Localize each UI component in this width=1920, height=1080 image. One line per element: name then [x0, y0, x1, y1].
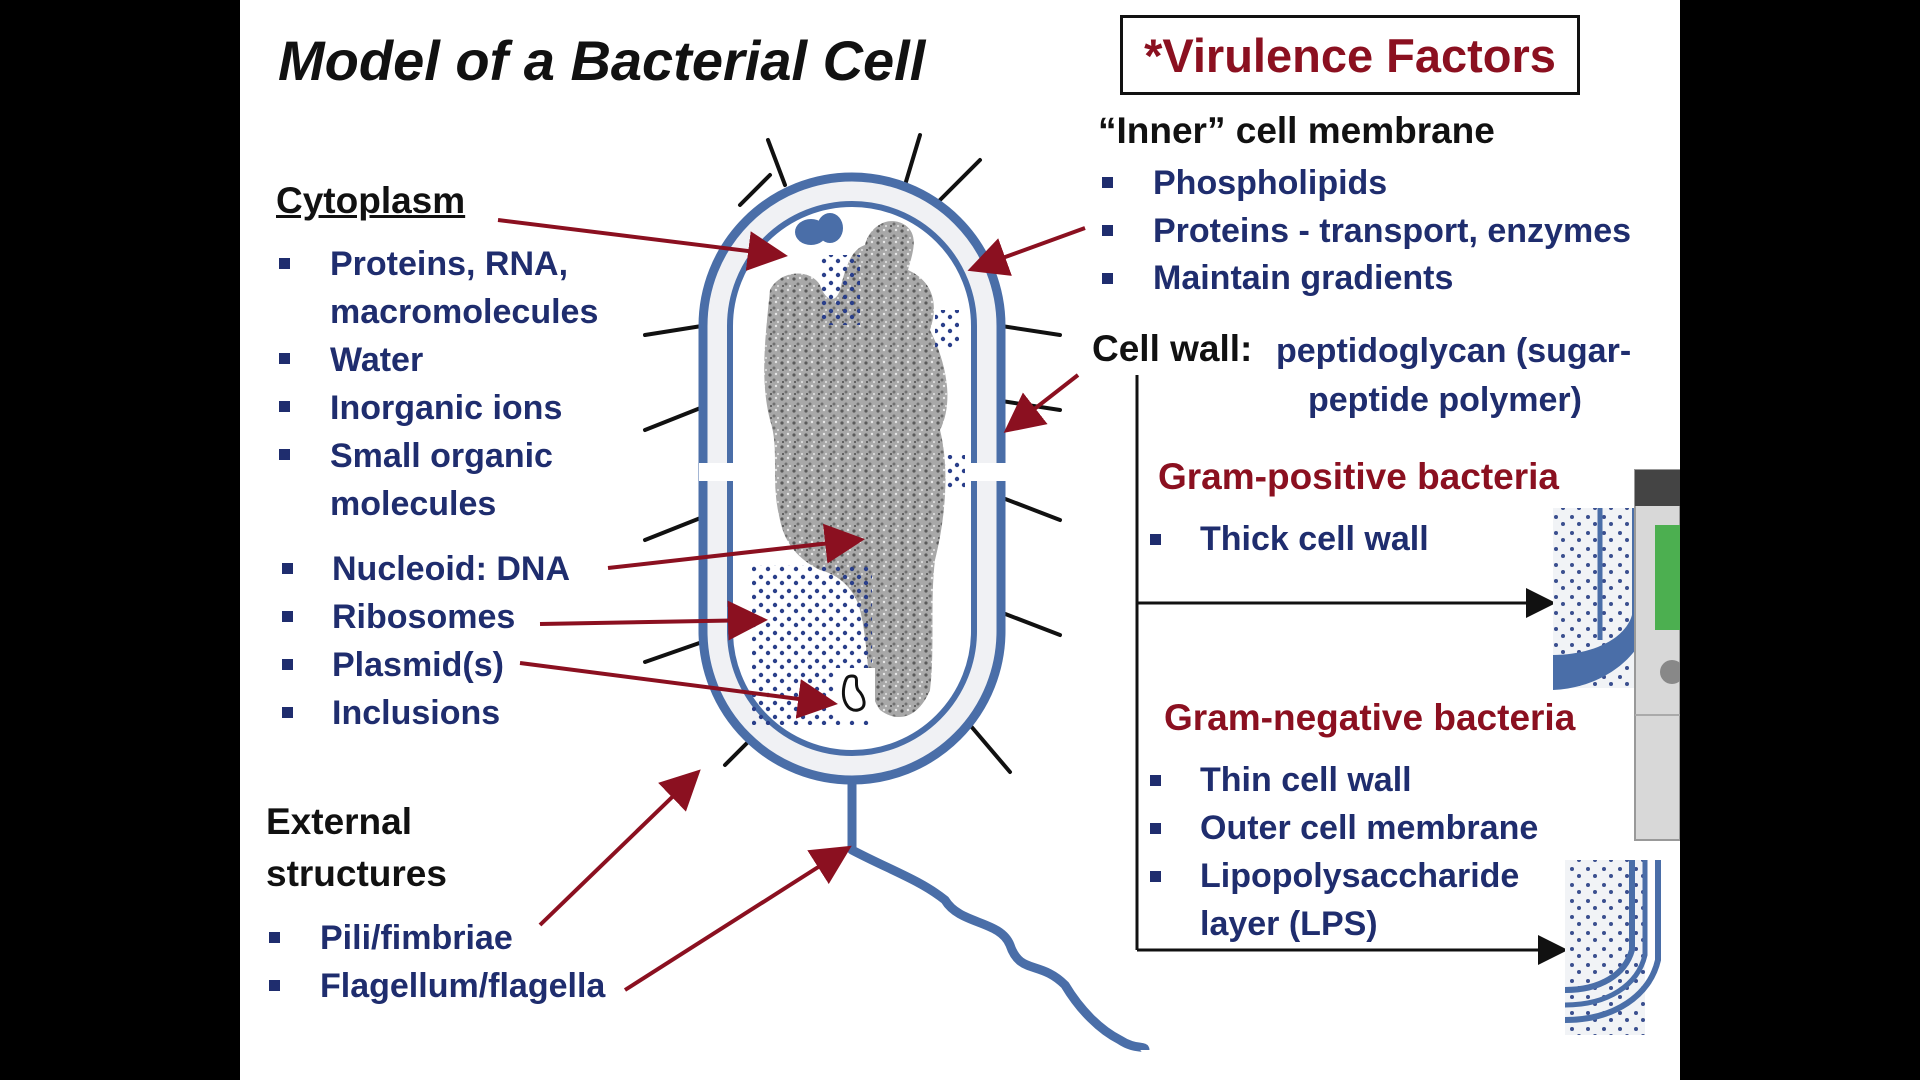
bullet-marker	[1150, 823, 1161, 834]
bullet-marker	[1150, 775, 1161, 786]
ribosomes-cluster-right	[935, 310, 959, 350]
bullet-marker	[282, 707, 293, 718]
bullet-marker	[282, 659, 293, 670]
gram-negative-item: Thin cell wall	[1200, 761, 1412, 799]
gram-negative-item: Outer cell membrane	[1200, 809, 1539, 847]
bullet-marker	[1102, 225, 1113, 236]
gram-negative-wall-inset	[1564, 860, 1661, 1035]
ribosomes-cluster-upper	[820, 255, 860, 325]
pointer-arrows	[497, 218, 1086, 992]
bullet-marker	[269, 932, 280, 943]
gram-negative-item: Lipopolysaccharide	[1200, 857, 1520, 895]
inclusions-label: Inclusions	[332, 694, 501, 732]
cytoplasm-item: Water	[330, 341, 424, 379]
plasmid	[842, 674, 866, 712]
bullet-marker	[282, 611, 293, 622]
inclusion-granule	[817, 213, 843, 243]
cell-wall-description-continued: peptide polymer)	[1308, 381, 1582, 419]
ribosomes-cluster-right-lower	[945, 455, 965, 490]
slide: Model of a Bacterial Cell *Virulence Fac…	[240, 0, 1680, 1080]
nucleoid	[764, 221, 948, 718]
inner-membrane-item: Phospholipids	[1153, 164, 1388, 202]
gram-positive-heading: Gram-positive bacteria	[1158, 456, 1559, 497]
cytoplasm-item: Proteins, RNA,	[330, 245, 569, 283]
bullet-marker	[1150, 871, 1161, 882]
flagellum	[847, 775, 1150, 1054]
bullet-marker	[279, 353, 290, 364]
bullet-marker	[279, 401, 290, 412]
cytoplasm-item: Inorganic ions	[330, 389, 563, 427]
pili-label: Pili/fimbriae	[320, 919, 513, 957]
gram-positive-wall-inset	[1553, 508, 1650, 690]
external-structures-heading: External	[266, 801, 413, 842]
bacterial-cell-diagram	[497, 133, 1680, 1054]
flagellum-label: Flagellum/flagella	[320, 967, 606, 1005]
gram-negative-item-continued: layer (LPS)	[1200, 905, 1378, 943]
bullet-marker	[279, 258, 290, 269]
cell-wall-description: peptidoglycan (sugar-	[1276, 332, 1632, 370]
bullet-marker	[1102, 273, 1113, 284]
gram-negative-heading: Gram-negative bacteria	[1164, 697, 1576, 738]
ribosomes-label: Ribosomes	[332, 598, 516, 636]
gram-positive-item: Thick cell wall	[1200, 520, 1429, 558]
partial-overlay-panel	[1634, 469, 1680, 841]
cytoplasm-item: Small organic	[330, 437, 553, 475]
bullet-marker	[1150, 534, 1161, 545]
virulence-factors-box: *Virulence Factors	[1120, 15, 1580, 95]
bullet-marker	[279, 449, 290, 460]
inner-membrane-heading: “Inner” cell membrane	[1098, 110, 1495, 151]
bullet-marker	[1102, 177, 1113, 188]
cell-wall-label: Cell wall:	[1092, 328, 1253, 369]
cytoplasm-item-continued: molecules	[330, 485, 497, 523]
bullet-marker	[282, 563, 293, 574]
slide-title: Model of a Bacterial Cell	[278, 29, 926, 92]
cytoplasm-item-continued: macromolecules	[330, 293, 599, 331]
inner-membrane-item: Proteins - transport, enzymes	[1153, 212, 1632, 250]
plasmids-label: Plasmid(s)	[332, 646, 504, 684]
inner-membrane-item: Maintain gradients	[1153, 259, 1454, 297]
virulence-factors-label: *Virulence Factors	[1144, 28, 1556, 82]
nucleoid-label: Nucleoid: DNA	[332, 550, 570, 588]
external-structures-heading-continued: structures	[266, 853, 447, 894]
cell-wall-branch-lines	[1135, 375, 1568, 965]
pili	[643, 133, 1062, 774]
bullet-marker	[269, 980, 280, 991]
cytoplasm-heading: Cytoplasm	[276, 180, 466, 221]
